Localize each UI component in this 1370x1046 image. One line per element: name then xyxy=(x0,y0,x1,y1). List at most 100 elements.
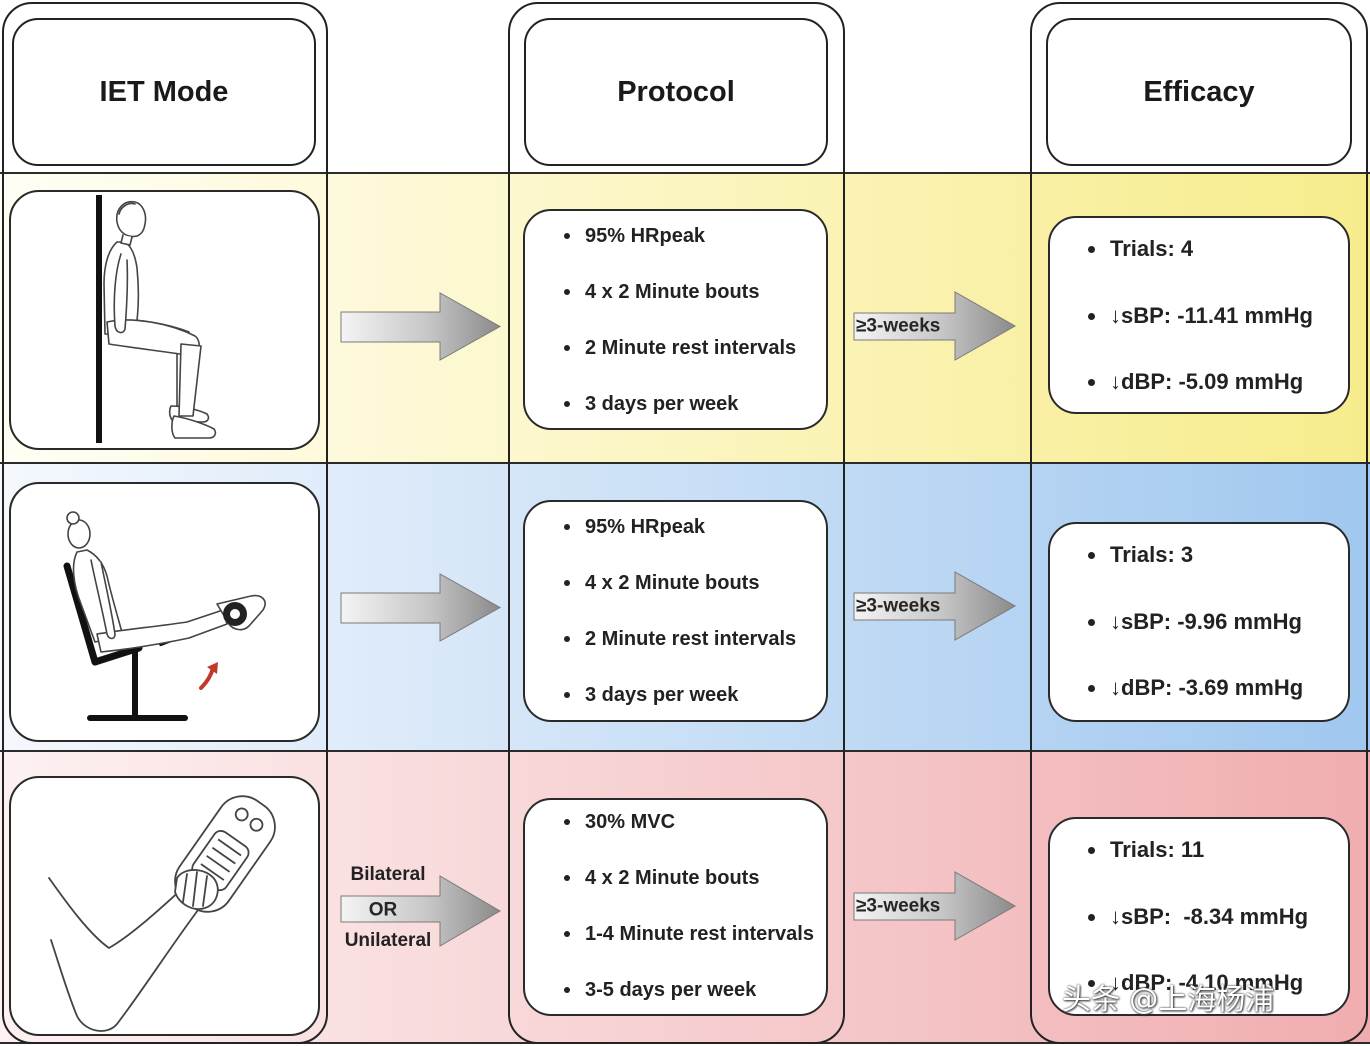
efficacy-trials: Trials: 4 xyxy=(1110,236,1194,261)
list-item: ↓sBP: -9.96 mmHg xyxy=(1050,606,1348,673)
duration-arrow: ≥3-weeks xyxy=(853,571,1017,641)
list-item: Trials: 3 xyxy=(1050,539,1348,606)
bullet-dot xyxy=(1088,246,1095,253)
list-item: 2 Minute rest intervals xyxy=(525,624,826,680)
efficacy-box: Trials: 4 ↓sBP: -11.41 mmHg ↓dBP: -5.09 … xyxy=(1048,216,1350,414)
duration-label: ≥3-weeks xyxy=(856,596,940,617)
protocol-box: 95% HRpeak 4 x 2 Minute bouts 2 Minute r… xyxy=(523,209,828,430)
protocol-box: 30% MVC 4 x 2 Minute bouts 1-4 Minute re… xyxy=(523,798,828,1016)
list-item: Trials: 11 xyxy=(1050,834,1348,901)
column-iet-mode xyxy=(2,2,328,1044)
bullet-dot xyxy=(1088,379,1095,386)
list-item: ↓dBP: -4.10 mmHg xyxy=(1050,967,1348,1034)
person-figure xyxy=(66,511,266,653)
mode-image-box xyxy=(9,482,320,742)
wall-sit-icon xyxy=(96,195,217,443)
list-item: 3-5 days per week xyxy=(525,975,826,1031)
list-item: 4 x 2 Minute bouts xyxy=(525,863,826,919)
efficacy-sbp: ↓sBP: -8.34 mmHg xyxy=(1110,903,1309,929)
list-item: 1-4 Minute rest intervals xyxy=(525,919,826,975)
bullet-dot xyxy=(564,524,570,530)
watermark: 头条 @上海杨浦 xyxy=(1062,982,1275,1016)
header-iet-mode: IET Mode xyxy=(12,18,316,166)
duration-arrow: ≥3-weeks xyxy=(853,291,1017,361)
list-item: ↓dBP: -3.69 mmHg xyxy=(1050,672,1348,739)
handgrip-icon xyxy=(48,795,276,1032)
list-item: 95% HRpeak xyxy=(525,221,826,277)
protocol-rest: 2 Minute rest intervals xyxy=(585,628,797,650)
protocol-intensity: 95% HRpeak xyxy=(585,225,706,247)
bullet-dot xyxy=(1088,980,1095,987)
list-item: 4 x 2 Minute bouts xyxy=(525,277,826,333)
list-item: 4 x 2 Minute bouts xyxy=(525,568,826,624)
arrow-shape xyxy=(853,571,1017,641)
bilateral-label: Bilateral xyxy=(350,864,426,885)
efficacy-sbp: ↓sBP: -11.41 mmHg xyxy=(1110,302,1313,328)
bullet-dot xyxy=(1088,685,1095,692)
list-item: 3 days per week xyxy=(525,389,826,445)
protocol-intensity: 95% HRpeak xyxy=(585,516,706,538)
efficacy-box: Trials: 3 ↓sBP: -9.96 mmHg ↓dBP: -3.69 m… xyxy=(1048,522,1350,722)
person-figure xyxy=(103,200,217,439)
efficacy-box: Trials: 11 ↓sBP: -8.34 mmHg ↓dBP: -4.10 … xyxy=(1048,817,1350,1016)
bullet-dot xyxy=(564,401,570,407)
bullet-dot xyxy=(1088,552,1095,559)
list-item: Trials: 4 xyxy=(1050,233,1348,300)
bullet-dot xyxy=(564,987,570,993)
list-item: 3 days per week xyxy=(525,680,826,736)
arrow-shape xyxy=(340,292,502,361)
row-divider xyxy=(0,172,1370,174)
bullet-dot xyxy=(564,289,570,295)
protocol-frequency: 3 days per week xyxy=(585,393,739,415)
arrow-right xyxy=(340,573,502,642)
bullet-dot xyxy=(564,692,570,698)
list-item: 2 Minute rest intervals xyxy=(525,333,826,389)
arrow-shape xyxy=(853,871,1017,941)
knee-extension-icon xyxy=(63,511,266,721)
bullet-dot xyxy=(564,931,570,937)
bullet-dot xyxy=(564,580,570,586)
arrow-right xyxy=(340,292,502,361)
efficacy-trials: Trials: 11 xyxy=(1110,837,1205,862)
efficacy-trials: Trials: 3 xyxy=(1110,542,1194,567)
motion-arrow xyxy=(199,666,215,690)
efficacy-dbp: ↓dBP: -3.69 mmHg xyxy=(1110,675,1304,700)
arm-figure xyxy=(48,877,202,1032)
efficacy-dbp: ↓dBP: -4.10 mmHg xyxy=(1110,970,1304,995)
protocol-rest: 2 Minute rest intervals xyxy=(585,337,797,359)
duration-label: ≥3-weeks xyxy=(856,896,940,917)
protocol-bouts: 4 x 2 Minute bouts xyxy=(585,572,760,594)
protocol-frequency: 3-5 days per week xyxy=(585,979,757,1001)
protocol-intensity: 30% MVC xyxy=(585,811,676,833)
duration-label: ≥3-weeks xyxy=(856,316,940,337)
protocol-bouts: 4 x 2 Minute bouts xyxy=(585,281,760,303)
duration-arrow: ≥3-weeks xyxy=(853,871,1017,941)
row-divider xyxy=(0,462,1370,464)
bullet-dot xyxy=(1088,913,1095,921)
protocol-rest: 1-4 Minute rest intervals xyxy=(585,923,814,945)
list-item: ↓sBP: -11.41 mmHg xyxy=(1050,300,1348,367)
efficacy-sbp: ↓sBP: -9.96 mmHg xyxy=(1110,608,1302,634)
protocol-frequency: 3 days per week xyxy=(585,684,739,706)
bullet-dot xyxy=(564,636,570,642)
row-divider xyxy=(0,750,1370,752)
arrow-shape xyxy=(340,573,502,642)
list-item: 95% HRpeak xyxy=(525,512,826,568)
fist xyxy=(174,869,219,910)
bullet-dot xyxy=(564,233,570,239)
bullet-dot xyxy=(564,875,570,881)
mode-image-box xyxy=(9,776,320,1036)
arrow-shape xyxy=(340,875,501,947)
list-item: ↓sBP: -8.34 mmHg xyxy=(1050,901,1348,968)
bullet-dot xyxy=(1088,618,1095,626)
bullet-dot xyxy=(1088,847,1095,854)
protocol-bouts: 4 x 2 Minute bouts xyxy=(585,867,760,889)
list-item: ↓dBP: -5.09 mmHg xyxy=(1050,366,1348,433)
header-protocol: Protocol xyxy=(524,18,828,166)
column-efficacy xyxy=(1030,2,1368,1044)
bullet-dot xyxy=(564,819,570,825)
unilateral-label: Unilateral xyxy=(344,930,432,951)
protocol-box: 95% HRpeak 4 x 2 Minute bouts 2 Minute r… xyxy=(523,500,828,722)
or-label: OR xyxy=(369,900,398,921)
